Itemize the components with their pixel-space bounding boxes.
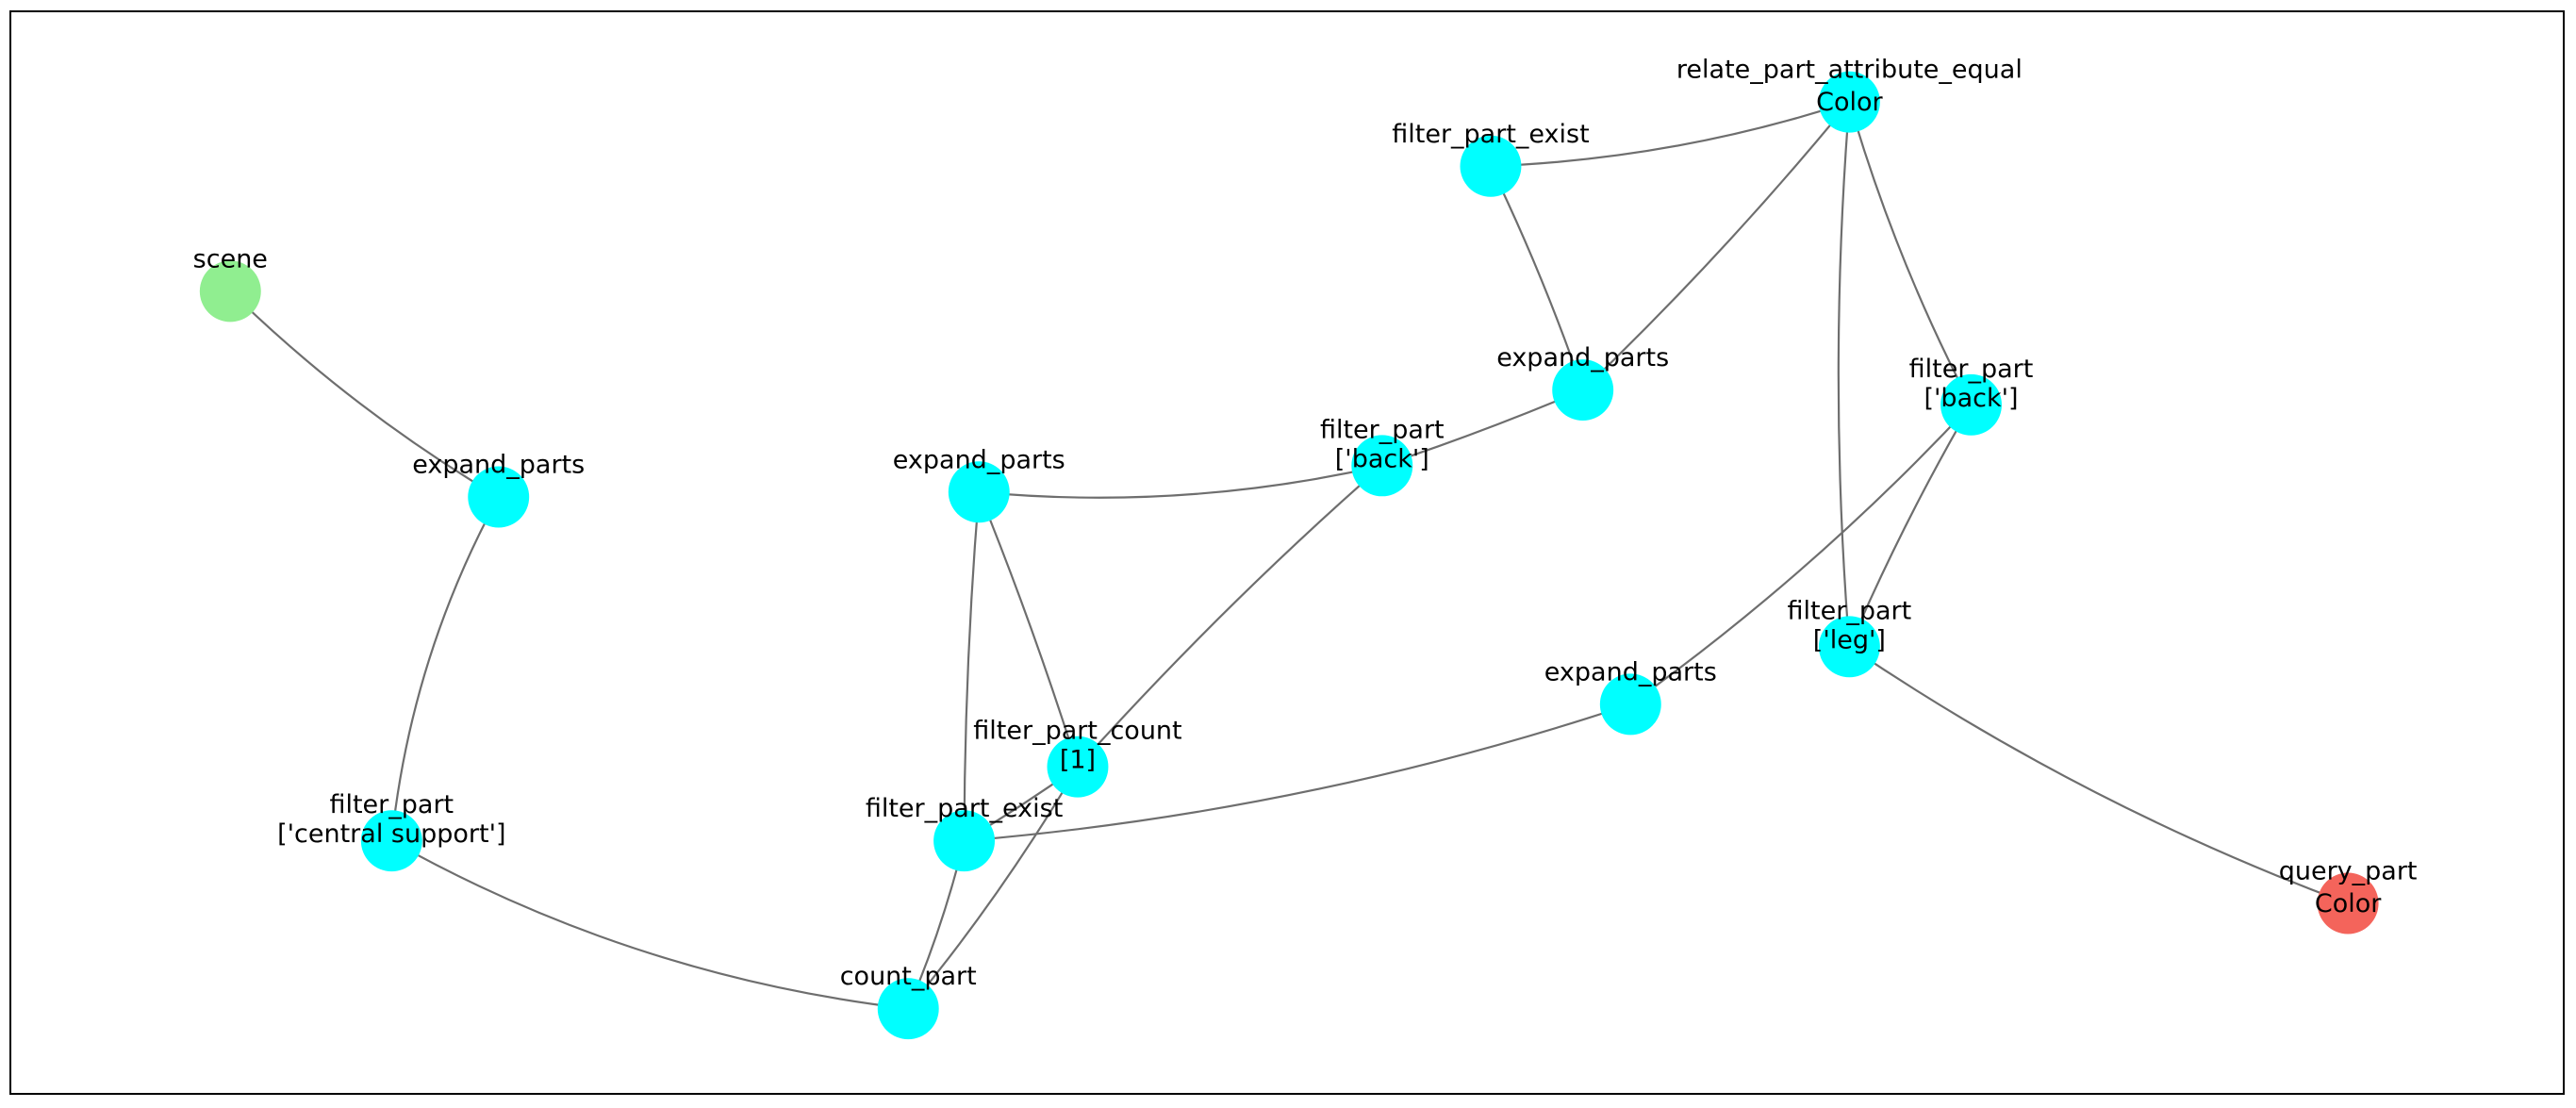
graph-node[interactable] [1940,373,2002,436]
graph-node[interactable] [1351,435,1413,497]
graph-node[interactable] [1552,359,1614,422]
node-label-primary: relate_part_attribute_equal [1676,56,2023,85]
graph-edge [1629,404,1973,705]
graph-node[interactable] [1599,673,1661,736]
node-label-primary: query_part [2279,857,2418,886]
node-label-primary: filter_part [1320,415,1445,444]
node-label-primary: expand_parts [1544,657,1717,686]
node-label-secondary: ['central support'] [277,819,505,849]
node-label-primary: scene [193,244,268,273]
node-label-primary: filter_part [329,790,454,819]
nodes-layer [199,71,2379,1040]
node-label-primary: filter_part [1788,596,1912,625]
graph-edge [964,703,1631,842]
graph-node[interactable] [360,810,422,872]
graph-edge [1848,101,1973,405]
node-label-primary: expand_parts [412,451,585,480]
graph-edge [978,491,1080,768]
node-label-secondary: [1] [1060,746,1096,775]
node-label-primary: expand_parts [893,445,1065,474]
graph-edge [390,496,500,841]
node-label-primary: filter_part_exist [866,794,1063,823]
graph-node[interactable] [1818,71,1880,133]
edges-layer [229,101,2349,1010]
node-label-secondary: ['back'] [1924,384,2018,413]
graph-edge [1848,645,2349,905]
node-label-primary: count_part [840,962,977,991]
graph-node[interactable] [1818,616,1880,678]
graph-node[interactable] [933,810,996,872]
graph-edge [963,491,981,841]
graph-node[interactable] [199,260,261,322]
graph-edge [1489,165,1584,390]
graph-edge [1837,102,1851,647]
node-label-secondary: ['back'] [1335,444,1429,473]
node-label-primary: filter_part_exist [1392,120,1589,149]
node-label-inner: Color [1816,88,1883,117]
node-label-secondary: ['leg'] [1813,625,1886,654]
graph-node[interactable] [877,978,939,1040]
graph-edge [1490,101,1850,168]
graph-node[interactable] [948,461,1010,523]
node-label-primary: filter_part [1909,355,2034,384]
graph-node[interactable] [1047,736,1109,798]
graph-edge [390,839,909,1010]
graph-edge [1581,101,1851,391]
graph-edge [229,290,500,498]
graph-edge [979,464,1383,499]
node-label-inner: Color [2315,889,2382,918]
graph-edge [1848,404,1973,648]
graph-edge [907,766,1079,1010]
graph-node[interactable] [1460,135,1522,197]
graph-node[interactable] [2317,872,2379,934]
graph-node[interactable] [468,466,530,528]
node-label-primary: expand_parts [1496,343,1669,372]
node-label-primary: filter_part_count [973,717,1181,746]
graph-edge [1077,465,1383,768]
